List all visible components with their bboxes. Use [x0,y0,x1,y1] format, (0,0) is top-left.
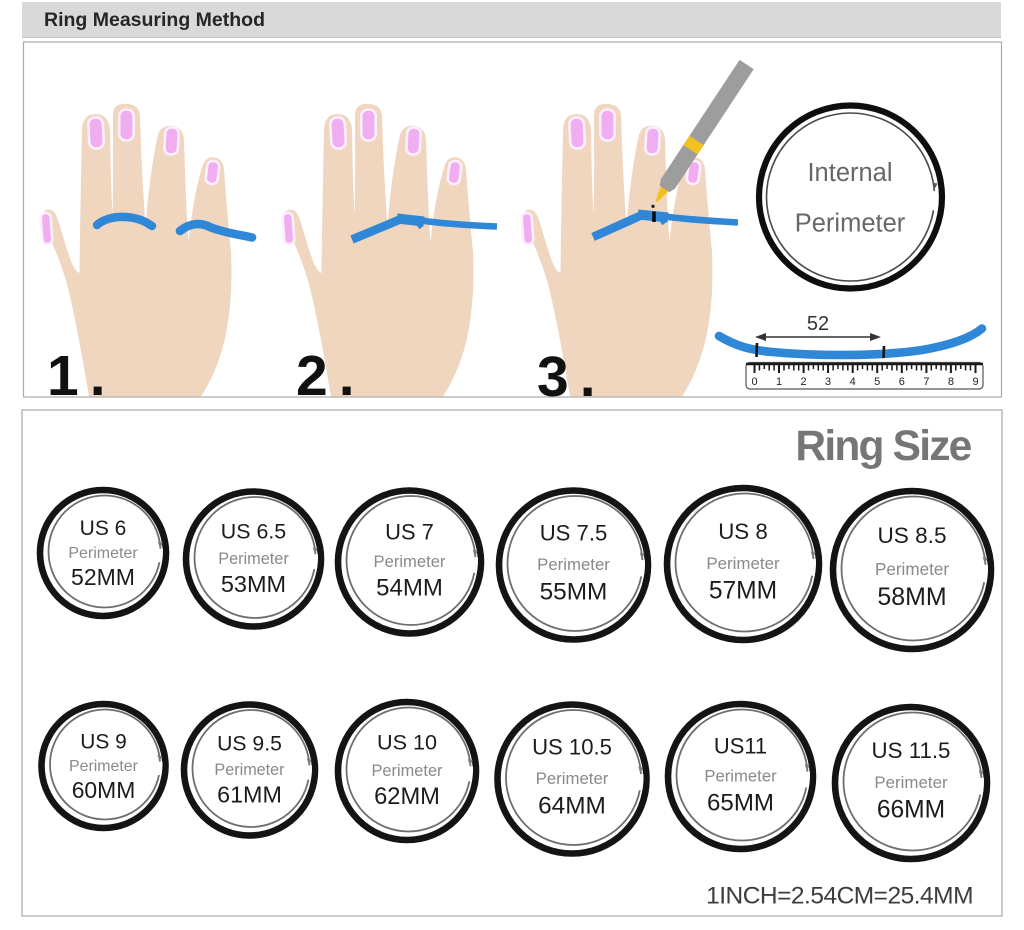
svg-text:Internal: Internal [807,159,892,187]
svg-text:2: 2 [801,376,807,388]
svg-text:Perimeter: Perimeter [795,210,906,238]
svg-text:62MM: 62MM [374,784,440,810]
svg-text:60MM: 60MM [72,777,136,803]
svg-text:US 6.5: US 6.5 [221,520,286,544]
svg-text:7: 7 [923,376,929,388]
svg-text:Perimeter: Perimeter [875,560,949,579]
svg-text:52: 52 [807,313,829,335]
svg-text:1.: 1. [47,344,117,408]
svg-text:66MM: 66MM [877,797,945,824]
svg-text:US 10.5: US 10.5 [532,735,612,760]
svg-text:61MM: 61MM [217,782,282,808]
svg-text:Perimeter: Perimeter [536,769,609,788]
svg-text:Perimeter: Perimeter [371,762,443,780]
svg-text:Perimeter: Perimeter [218,550,289,568]
svg-text:5: 5 [874,376,880,388]
svg-text:US 6: US 6 [80,517,127,540]
svg-text:3.: 3. [537,345,607,409]
svg-text:Perimeter: Perimeter [704,767,777,786]
svg-text:Ring Size: Ring Size [795,423,971,470]
svg-text:57MM: 57MM [709,578,777,605]
svg-text:58MM: 58MM [877,583,946,611]
svg-text:US 7: US 7 [385,519,434,544]
svg-text:US 8: US 8 [718,519,768,544]
svg-text:US 11.5: US 11.5 [872,738,951,763]
svg-text:0: 0 [751,376,757,388]
svg-text:Perimeter: Perimeter [374,552,446,571]
svg-text:Perimeter: Perimeter [706,554,780,573]
svg-text:US 9: US 9 [80,731,126,754]
svg-text:4: 4 [850,376,856,388]
svg-text:1: 1 [776,376,782,388]
svg-text:Perimeter: Perimeter [214,761,285,779]
svg-text:US11: US11 [714,733,767,758]
svg-text:Ring Measuring Method: Ring Measuring Method [44,9,265,31]
svg-text:65MM: 65MM [707,789,774,816]
svg-text:US 8.5: US 8.5 [877,523,946,548]
svg-text:64MM: 64MM [538,792,606,819]
svg-text:6: 6 [899,376,905,388]
svg-text:1INCH=2.54CM=25.4MM: 1INCH=2.54CM=25.4MM [706,883,973,910]
svg-text:3: 3 [825,376,831,388]
svg-text:53MM: 53MM [221,571,286,597]
svg-text:Perimeter: Perimeter [69,758,139,775]
svg-text:Perimeter: Perimeter [537,555,610,574]
svg-text:52MM: 52MM [71,564,135,590]
svg-text:Perimeter: Perimeter [874,773,948,792]
svg-text:US 9.5: US 9.5 [217,733,282,756]
svg-text:2.: 2. [296,344,366,408]
svg-text:US 7.5: US 7.5 [540,521,608,546]
svg-text:8: 8 [948,376,954,388]
svg-text:US 10: US 10 [377,730,437,755]
svg-text:54MM: 54MM [376,575,443,602]
svg-text:55MM: 55MM [540,578,608,605]
svg-text:Perimeter: Perimeter [68,545,138,562]
svg-text:9: 9 [972,376,978,388]
